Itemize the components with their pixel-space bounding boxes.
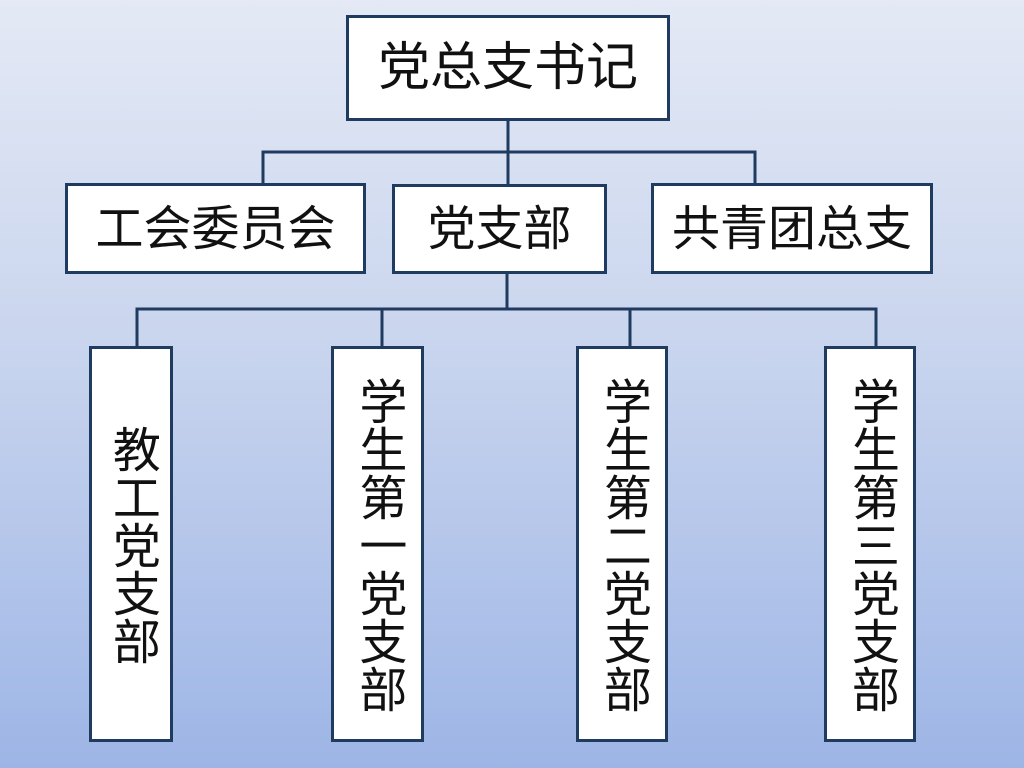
root-label: 党总支书记	[377, 38, 638, 98]
party-branch-box: 党支部	[392, 184, 607, 274]
youth-league-general-branch-label: 共青团总支	[671, 200, 912, 257]
party-branch-label: 党支部	[427, 201, 572, 257]
student-party-branch-3-box: 学生第三党支部	[824, 346, 916, 742]
party-general-branch-secretary-box: 党总支书记	[346, 15, 670, 121]
union-committee-box: 工会委员会	[65, 183, 366, 274]
student-party-branch-2-label: 学生第二党支部	[594, 377, 651, 713]
student-party-branch-1-label: 学生第一党支部	[350, 377, 407, 713]
student-party-branch-3-label: 学生第三党支部	[842, 377, 899, 713]
staff-party-branch-box: 教工党支部	[89, 346, 173, 742]
union-committee-label: 工会委员会	[95, 200, 336, 257]
youth-league-general-branch-box: 共青团总支	[651, 183, 933, 274]
student-party-branch-2-box: 学生第二党支部	[576, 346, 668, 742]
student-party-branch-1-box: 学生第一党支部	[331, 346, 424, 742]
staff-party-branch-label: 教工党支部	[103, 425, 160, 665]
